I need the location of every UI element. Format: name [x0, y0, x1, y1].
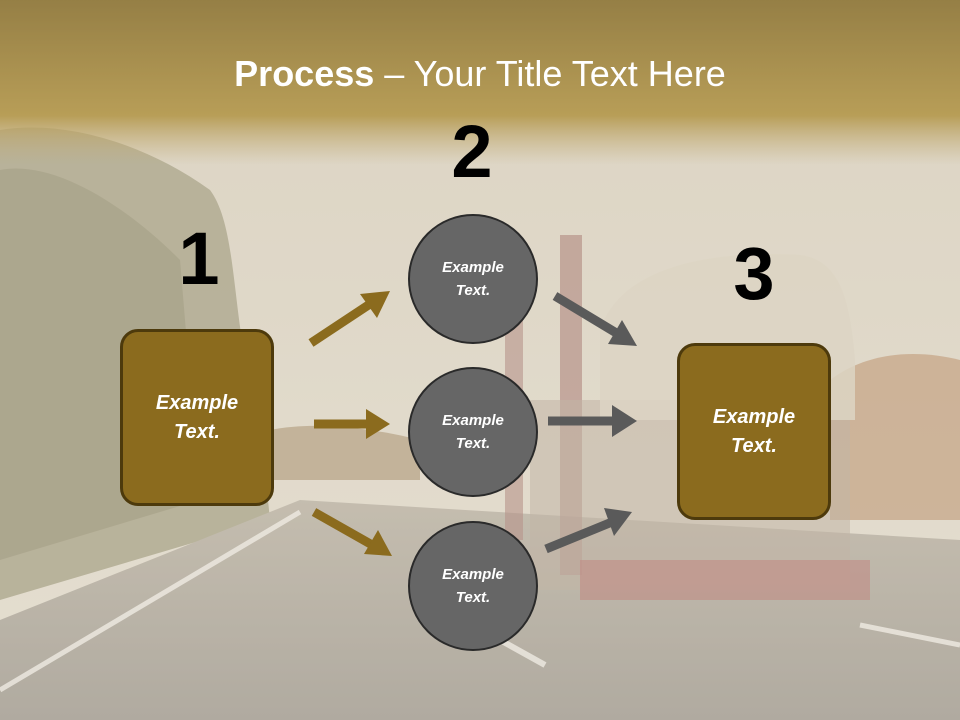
circle-2-text: Example Text.	[442, 412, 504, 452]
circle-3-text: Example Text.	[442, 566, 504, 606]
arrow-to-circle-2	[314, 409, 390, 439]
step-1-box: Example Text.	[120, 329, 274, 506]
arrow-circle-2-to-box	[548, 405, 637, 437]
arrow-to-circle-3	[311, 508, 392, 556]
slide-title: Process – Your Title Text Here	[0, 52, 960, 96]
circle-1-text: Example Text.	[442, 259, 504, 299]
step-number-1: 1	[178, 217, 220, 300]
step-3-box: Example Text.	[677, 343, 831, 520]
step-1-box-text: Example Text.	[155, 391, 239, 443]
step-number-3: 3	[733, 232, 775, 315]
title-bold: Process	[234, 53, 375, 94]
step-number-2: 2	[451, 110, 493, 193]
arrow-circle-3-to-box	[544, 508, 632, 554]
title-rest: – Your Title Text Here	[374, 53, 726, 94]
step-2-circle-3: Example Text.	[408, 521, 538, 651]
step-3-box-text: Example Text.	[712, 405, 796, 457]
arrow-circle-1-to-box	[552, 292, 637, 346]
arrow-to-circle-1	[308, 291, 390, 347]
step-2-circle-1: Example Text.	[408, 214, 538, 344]
step-2-circle-2: Example Text.	[408, 367, 538, 497]
